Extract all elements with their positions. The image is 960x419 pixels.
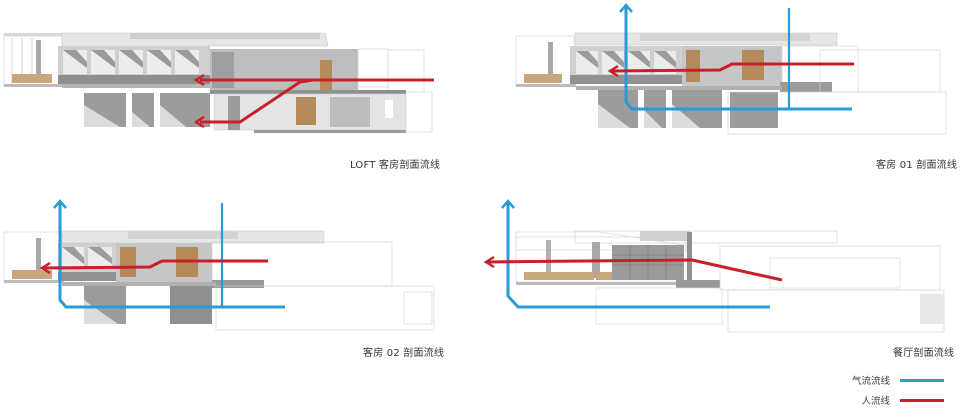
- section-drawing-loft: [3, 32, 434, 133]
- section-panel-restaurant: 餐厅剖面流线: [480, 180, 960, 360]
- people-flow-line-swatch: [900, 398, 944, 402]
- section-drawing-room02: [3, 199, 435, 331]
- section-caption-restaurant: 餐厅剖面流线: [893, 348, 955, 359]
- legend-item-air-flow: 气流流线: [852, 373, 944, 387]
- legend-item-people-flow: 人流线: [861, 393, 944, 407]
- legend-label-air-flow: 气流流线: [851, 376, 890, 387]
- section-panel-room01: 客房 01 剖面流线: [480, 0, 960, 180]
- section-caption-room01: 客房 01 剖面流线: [876, 160, 958, 171]
- section-caption-room02: 客房 02 剖面流线: [363, 348, 445, 359]
- section-drawing-room01: [515, 3, 947, 135]
- air-flow-line-swatch: [900, 378, 944, 382]
- section-caption-loft: LOFT 客房剖面流线: [350, 160, 441, 171]
- section-drawing-restaurant: [483, 199, 945, 333]
- legend: 气流流线 人流线: [764, 371, 944, 411]
- section-panel-loft: LOFT 客房剖面流线: [0, 0, 480, 180]
- legend-label-people-flow: 人流线: [861, 396, 890, 407]
- section-panel-room02: 客房 02 剖面流线: [0, 180, 480, 360]
